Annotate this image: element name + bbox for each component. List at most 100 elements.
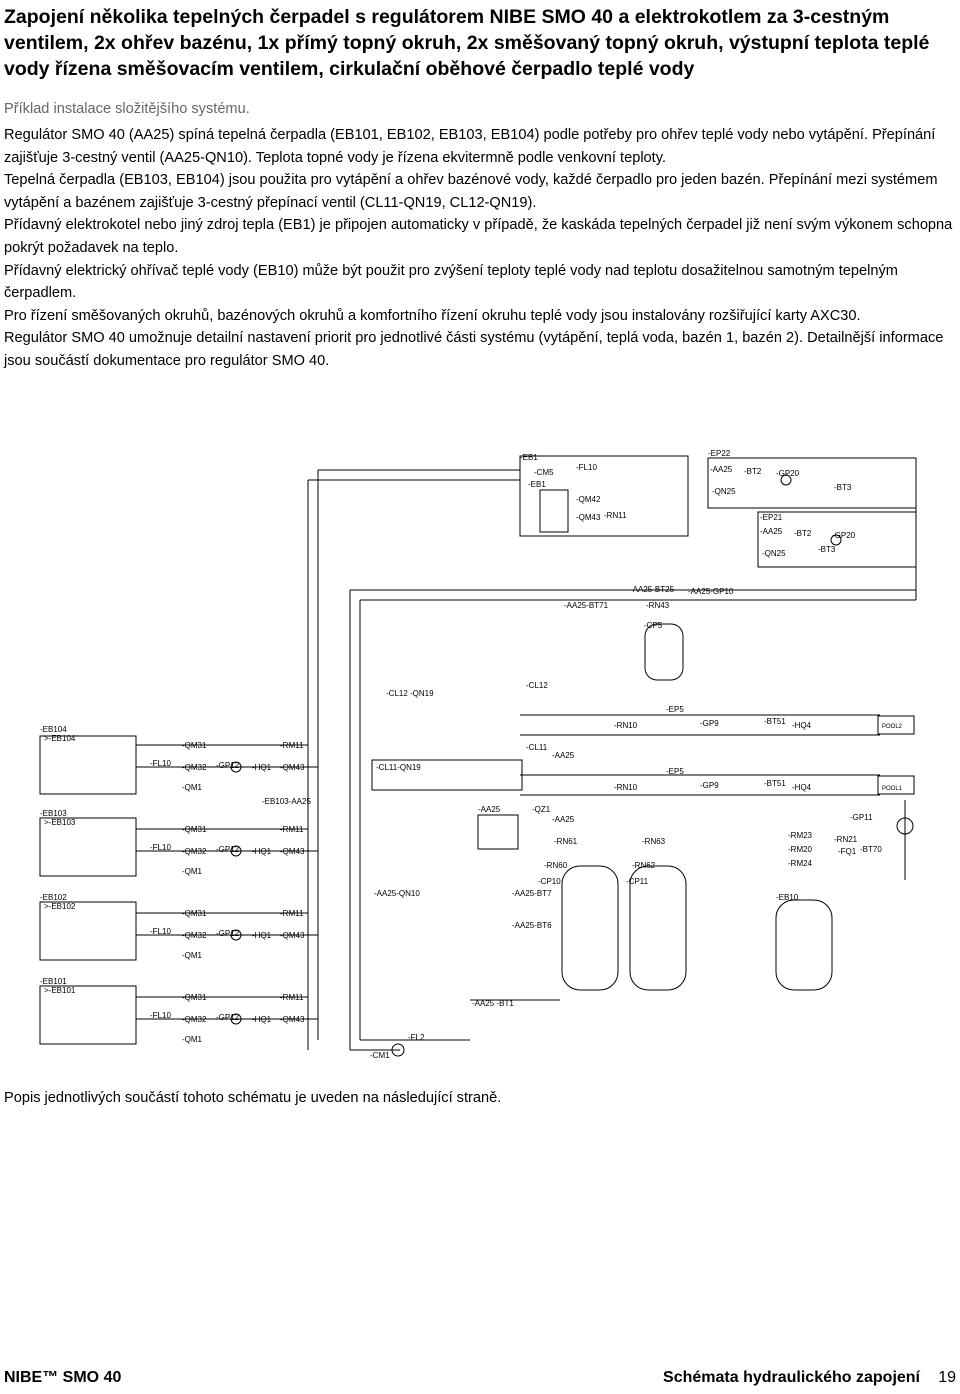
label: -EP5 xyxy=(666,767,684,776)
label: -RN10 xyxy=(614,721,638,730)
label: -BT3 xyxy=(834,483,852,492)
label: -EP21 xyxy=(760,513,783,522)
hydraulic-diagram: -EB104 >-EB104 -EB103 >-EB103 -EB102 >-E… xyxy=(39,449,917,1060)
label: -CM1 xyxy=(370,1051,390,1060)
label: -GP20 xyxy=(776,469,800,478)
label-rm11: -RM11 xyxy=(280,825,304,834)
label: -CP11 xyxy=(626,877,649,886)
paragraph: Regulátor SMO 40 (AA25) spíná tepelná če… xyxy=(4,127,936,166)
label-gp12: -GP12 xyxy=(216,845,240,854)
label: -QN25 xyxy=(762,549,786,558)
label: -AA25 xyxy=(760,527,783,536)
label-gp12: -GP12 xyxy=(216,929,240,938)
label-hq1: -HQ1 xyxy=(252,763,272,772)
hp-sub: >-EB101 xyxy=(44,986,76,995)
hp-component-labels: -QM31 -FL10 -QM32 -GP12 -HQ1 -QM43 -QM1 … xyxy=(150,741,305,1044)
label: POOL2 xyxy=(882,724,903,730)
page-title: Zapojení několika tepelných čerpadel s r… xyxy=(4,6,930,80)
label: -BT2 xyxy=(744,467,762,476)
label-fl10: -FL10 xyxy=(150,927,171,936)
label-hq1: -HQ1 xyxy=(252,1015,272,1024)
label: -CP5 xyxy=(644,621,663,630)
heat-pump-labels: -EB104 >-EB104 -EB103 >-EB103 -EB102 >-E… xyxy=(40,725,76,995)
body-text: Regulátor SMO 40 (AA25) spíná tepelná če… xyxy=(4,124,958,373)
label-fl10: -FL10 xyxy=(150,843,171,852)
label-qm43: -QM43 xyxy=(280,931,305,940)
label: -RN63 xyxy=(642,837,666,846)
label: -AA25-QN10 xyxy=(374,889,420,898)
paragraph: Regulátor SMO 40 umožnuje detailní nasta… xyxy=(4,330,944,369)
label: -RN61 xyxy=(554,837,578,846)
label: -AA25-BT25 xyxy=(630,585,675,594)
label: -AA25 -BT1 xyxy=(472,999,514,1008)
page-number: 19 xyxy=(938,1369,956,1386)
label: -AA25 xyxy=(710,465,733,474)
footer-product: NIBE™ SMO 40 xyxy=(4,1369,122,1386)
label-qm31: -QM31 xyxy=(182,825,207,834)
label: -EP5 xyxy=(666,705,684,714)
label-gp12: -GP12 xyxy=(216,1013,240,1022)
paragraph: Pro řízení směšovaných okruhů, bazénovýc… xyxy=(4,307,861,324)
label: -RN60 xyxy=(544,861,568,870)
label-rm11: -RM11 xyxy=(280,909,304,918)
label: -GP9 xyxy=(700,781,719,790)
label-hq1: -HQ1 xyxy=(252,847,272,856)
label: -CL11 xyxy=(526,743,548,752)
label: -BT3 xyxy=(818,545,836,554)
label: POOL1 xyxy=(882,786,903,792)
label: -CL12 -QN19 xyxy=(386,689,434,698)
label: -EB10 xyxy=(776,893,799,902)
label: -RN10 xyxy=(614,783,638,792)
label: -QZ1 xyxy=(532,805,551,814)
label: -GP9 xyxy=(700,719,719,728)
label: -BT2 xyxy=(794,529,812,538)
label-qm32: -QM32 xyxy=(182,763,207,772)
label: -QM43 xyxy=(576,513,601,522)
label-qm1: -QM1 xyxy=(182,867,203,876)
label: -CL12 xyxy=(526,681,548,690)
label: -BT51 xyxy=(764,779,786,788)
label: -RM24 xyxy=(788,859,813,868)
label-fl10: -FL10 xyxy=(150,1011,171,1020)
paragraph: Přídavný elektrický ohřívač teplé vody (… xyxy=(4,262,898,302)
label-qm1: -QM1 xyxy=(182,783,203,792)
label-qm1: -QM1 xyxy=(182,1035,203,1044)
label: -HQ4 xyxy=(792,721,812,730)
label: -BT51 xyxy=(764,717,786,726)
hp-sub: >-EB102 xyxy=(44,902,76,911)
label-qm32: -QM32 xyxy=(182,931,207,940)
footer-section: Schémata hydraulického zapojení xyxy=(663,1369,920,1386)
label: -CL11-QN19 xyxy=(376,763,421,772)
label-rm11: -RM11 xyxy=(280,993,304,1002)
label-qm31: -QM31 xyxy=(182,741,207,750)
diagram-note: Popis jednotlivých součástí tohoto schém… xyxy=(4,1090,502,1106)
label: -RM20 xyxy=(788,845,813,854)
label: -RM23 xyxy=(788,831,813,840)
label: -GP20 xyxy=(832,531,856,540)
label: -AA25-GP10 xyxy=(688,587,734,596)
label: -EB103-AA25 xyxy=(262,797,311,806)
label: -AA25 xyxy=(552,815,575,824)
label: -EB1 xyxy=(528,480,546,489)
hp-sub: >-EB103 xyxy=(44,818,76,827)
label: -EP22 xyxy=(708,449,731,458)
label-qm31: -QM31 xyxy=(182,909,207,918)
label: -AA25-BT71 xyxy=(564,601,609,610)
label: -AA25 xyxy=(552,751,575,760)
label-qm43: -QM43 xyxy=(280,763,305,772)
label-rm11: -RM11 xyxy=(280,741,304,750)
paragraph: Tepelná čerpadla (EB103, EB104) jsou pou… xyxy=(4,172,938,211)
label: -RN62 xyxy=(632,861,656,870)
label-qm31: -QM31 xyxy=(182,993,207,1002)
label-qm1: -QM1 xyxy=(182,951,203,960)
label: -RN11 xyxy=(604,511,627,520)
label-qm43: -QM43 xyxy=(280,1015,305,1024)
hp-id: -EB103 xyxy=(40,809,67,818)
label: -FL10 xyxy=(576,463,597,472)
label: -RN21 xyxy=(834,835,858,844)
paragraph: Přídavný elektrokotel nebo jiný zdroj te… xyxy=(4,217,953,256)
label-fl10: -FL10 xyxy=(150,759,171,768)
label: -FL2 xyxy=(408,1033,425,1042)
label: -AA25 xyxy=(478,805,501,814)
label: -RN43 xyxy=(646,601,670,610)
